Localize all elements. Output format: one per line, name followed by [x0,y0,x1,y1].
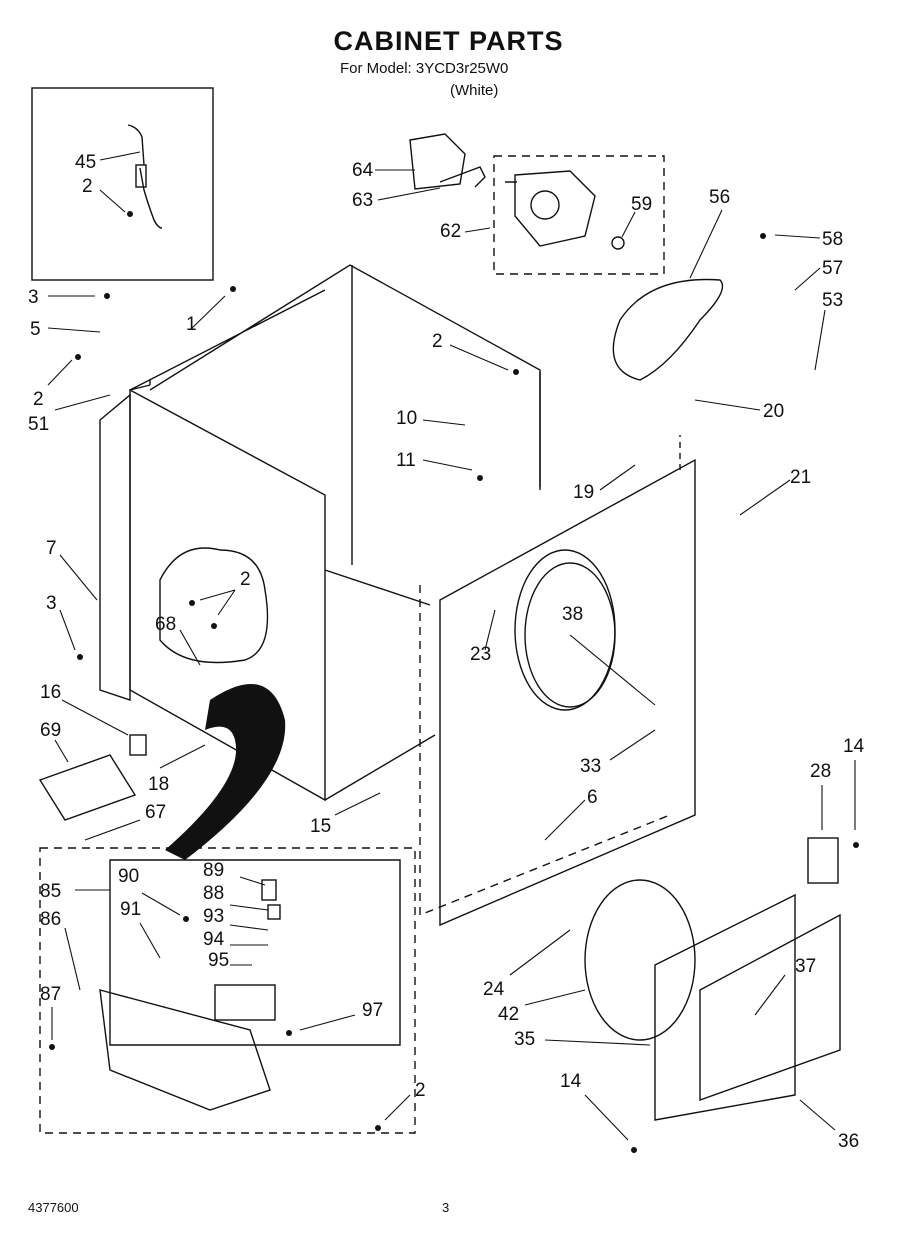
callout-90: 90 [118,866,139,887]
motor-part [505,170,596,247]
motor-bracket-part [409,133,466,190]
callout-15: 15 [310,816,331,837]
callout-38: 38 [562,604,583,625]
inset-box-power-cord [31,87,214,281]
callout-68: 68 [155,614,176,635]
callout-7: 7 [46,538,57,559]
callout-67: 67 [145,802,166,823]
callout-42: 42 [498,1004,519,1025]
callout-18: 18 [148,774,169,795]
callout-6: 6 [587,787,598,808]
callout-69: 69 [40,720,61,741]
callout-35: 35 [514,1029,535,1050]
color-note: (White) [450,82,499,99]
callout-63: 63 [352,190,373,211]
callout-2: 2 [432,331,443,352]
callout-11: 11 [396,450,416,471]
callout-37: 37 [795,956,816,977]
callout-91: 91 [120,899,141,920]
callout-56: 56 [709,187,730,208]
front-panel-part [439,458,696,927]
motor-assembly-box [493,155,665,275]
part-number: 4377600 [28,1200,79,1215]
callout-45: 45 [75,152,96,173]
callout-2: 2 [82,176,93,197]
callout-24: 24 [483,979,505,1000]
door-seal-part [584,879,696,1041]
door-liner-part [654,893,796,1121]
callout-10: 10 [396,408,417,429]
callout-1: 1 [186,314,197,335]
callout-58: 58 [822,229,843,250]
callout-21: 21 [790,467,811,488]
door-panel-part [699,913,841,1101]
callout-16: 16 [40,682,61,703]
callout-19: 19 [573,482,594,503]
callout-3: 3 [46,593,57,614]
burner-assembly-part [99,989,271,1111]
callout-3: 3 [28,287,39,308]
callout-89: 89 [203,860,224,881]
callout-57: 57 [822,258,843,279]
callout-20: 20 [763,401,784,422]
cabinet-shell [129,264,541,802]
callout-93: 93 [203,906,224,927]
callout-2: 2 [240,569,251,590]
callout-62: 62 [440,221,461,242]
callout-5: 5 [30,319,41,340]
callout-14: 14 [843,736,865,757]
callout-36: 36 [838,1131,859,1152]
model-subtitle: For Model: 3YCD3r25W0 [340,60,509,77]
callout-59: 59 [631,194,652,215]
callout-51: 51 [28,414,49,435]
callout-87: 87 [40,984,61,1005]
callout-2: 2 [33,389,44,410]
callout-53: 53 [822,290,843,311]
callout-14: 14 [560,1071,582,1092]
callout-64: 64 [352,160,374,181]
side-panel-part [99,393,131,701]
drive-belt-part [612,278,724,381]
callout-97: 97 [362,1000,383,1021]
callout-33: 33 [580,756,601,777]
callout-94: 94 [203,929,225,950]
callout-95: 95 [208,950,229,971]
page-title: CABINET PARTS [333,26,564,56]
callout-85: 85 [40,881,61,902]
exhaust-duct-part [165,684,286,860]
callout-2: 2 [415,1080,426,1101]
callout-88: 88 [203,883,224,904]
callout-86: 86 [40,909,61,930]
callout-28: 28 [810,761,831,782]
gas-valve-box [39,847,416,1134]
power-cord-part [127,124,163,229]
door-opening [514,549,616,711]
page-number: 3 [442,1200,450,1215]
callout-23: 23 [470,644,491,665]
